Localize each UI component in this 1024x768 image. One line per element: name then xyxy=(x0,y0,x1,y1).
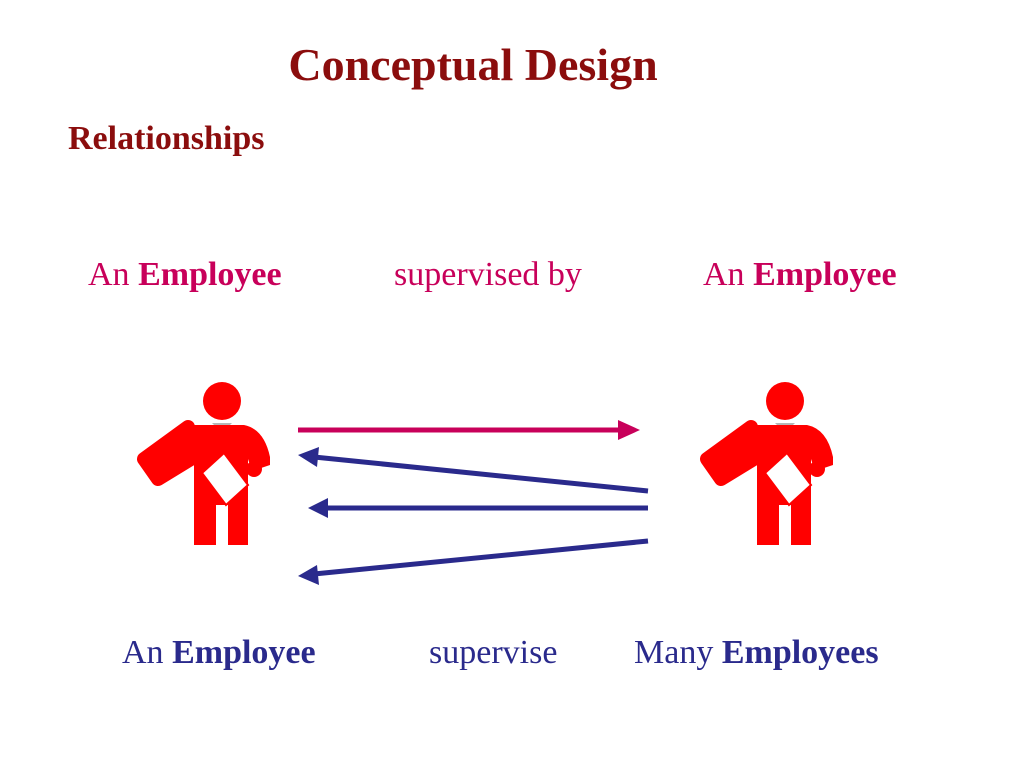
bottom-relation-label: supervise xyxy=(429,634,558,671)
page-title: Conceptual Design xyxy=(288,39,658,90)
top-left-prefix: An xyxy=(88,256,130,293)
top-right-phrase: An Employee xyxy=(703,256,897,294)
bottom-right-prefix: Many xyxy=(634,634,714,671)
bottom-right-entity: Employees xyxy=(721,634,879,671)
bottom-left-entity: Employee xyxy=(172,634,316,671)
bottom-left-prefix: An xyxy=(122,634,164,671)
employee-right-icon xyxy=(707,382,833,545)
bottom-left-phrase: An Employee xyxy=(122,634,316,672)
employee-left-icon xyxy=(144,382,270,545)
supervised-by-arrow xyxy=(298,420,640,440)
top-left-entity: Employee xyxy=(138,256,282,293)
supervise-arrow-3 xyxy=(298,538,649,585)
bottom-right-phrase: Many Employees xyxy=(634,634,879,672)
section-subtitle: Relationships xyxy=(68,120,265,157)
supervise-arrow-1 xyxy=(298,447,649,494)
supervise-arrow-2 xyxy=(308,498,648,518)
top-left-phrase: An Employee xyxy=(88,256,282,294)
top-right-prefix: An xyxy=(703,256,745,293)
top-right-entity: Employee xyxy=(753,256,897,293)
top-relation-label: supervised by xyxy=(394,256,582,293)
